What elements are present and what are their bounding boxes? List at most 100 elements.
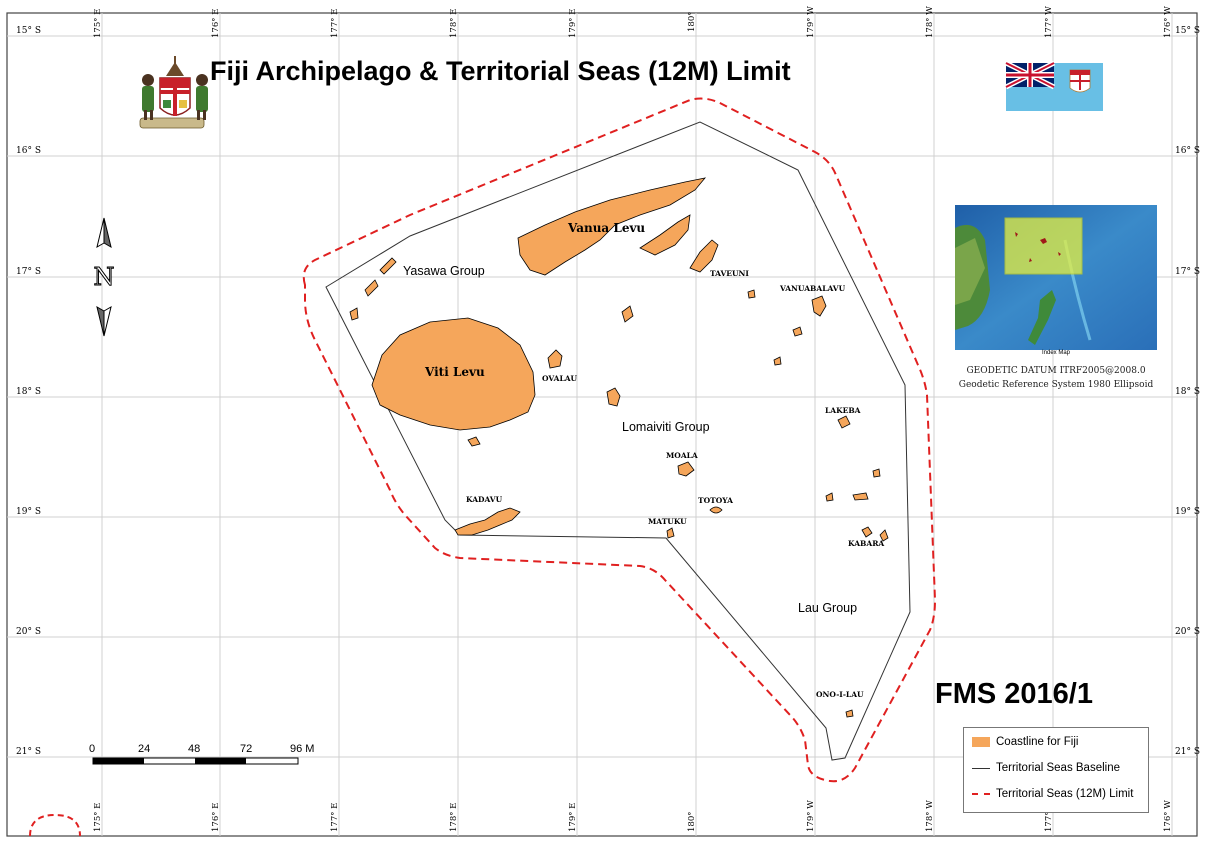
- island-ono-i-lau: [845, 709, 854, 718]
- island-lakeba: [837, 415, 851, 429]
- lon-label-bottom: 177° W: [1044, 800, 1054, 832]
- fiji-flag-icon: [1004, 60, 1103, 111]
- island-label: KABARA: [848, 539, 884, 548]
- island-moce: [852, 492, 869, 501]
- legend-item: Coastline for Fiji: [972, 734, 1078, 750]
- island-matuku: [666, 527, 675, 539]
- island-yasawa-1: [379, 257, 397, 275]
- datum-line: GEODETIC DATUM ITRF2005@2008.0: [966, 366, 1146, 376]
- scale-bar: 0 24 48 72 96 M: [89, 743, 314, 765]
- lat-label-right: 16° S: [1175, 146, 1200, 156]
- lon-label-top: 177° W: [1044, 6, 1054, 38]
- island-kadavu: [454, 507, 521, 536]
- lat-label-left: 16° S: [16, 146, 41, 156]
- island-cicia: [792, 326, 803, 337]
- island-kabara: [861, 526, 873, 538]
- lon-label-bottom: 177° E: [330, 803, 340, 832]
- island-oneata: [872, 468, 881, 478]
- island-label: Viti Levu: [424, 365, 485, 379]
- island-label: ONO-I-LAU: [816, 690, 864, 699]
- north-arrow-icon: N: [93, 217, 115, 337]
- lon-label-bottom: 175° E: [93, 803, 103, 832]
- map-title: Fiji Archipelago & Territorial Seas (12M…: [210, 56, 791, 86]
- legend-item: Territorial Seas Baseline: [972, 760, 1120, 776]
- island-label: OVALAU: [542, 374, 578, 383]
- island-label: MATUKU: [648, 517, 687, 526]
- island-beqa: [467, 436, 481, 447]
- scale-tick: 72: [240, 743, 252, 755]
- island-vanuabalavu: [811, 295, 827, 317]
- island-nayau: [773, 356, 782, 366]
- island-label: MOALA: [666, 451, 698, 460]
- lon-label-top: 177° E: [330, 9, 340, 38]
- island-label: TAVEUNI: [710, 269, 749, 278]
- island-taveuni: [689, 239, 719, 273]
- lon-label-bottom: 176° W: [1163, 800, 1173, 832]
- index-map: [955, 205, 1157, 350]
- lon-label-top: 180°: [687, 12, 697, 32]
- lat-label-left: 19° S: [16, 507, 41, 517]
- island-label: KADAVU: [466, 495, 503, 504]
- lon-label-bottom: 178° E: [449, 803, 459, 832]
- island-komo: [825, 492, 834, 502]
- scale-tick: 96 M: [290, 743, 314, 755]
- legend-dash-swatch: [972, 793, 990, 795]
- island-label: LAKEBA: [825, 406, 861, 415]
- lon-label-top: 178° E: [449, 9, 459, 38]
- legend: Coastline for Fiji Territorial Seas Base…: [963, 727, 1149, 813]
- lon-label-top: 175° E: [93, 9, 103, 38]
- island-koro: [621, 305, 634, 323]
- scale-tick: 48: [188, 743, 200, 755]
- region-label: Lomaiviti Group: [622, 420, 710, 434]
- inset-fragment: [29, 813, 81, 837]
- island-label: VANUABALAVU: [779, 284, 846, 293]
- lon-label-top: 179° E: [568, 9, 578, 38]
- island-totoya: [709, 506, 723, 514]
- island-viti-levu: [371, 317, 536, 431]
- lat-label-left: 17° S: [16, 267, 41, 277]
- island-label: TOTOYA: [698, 496, 733, 505]
- lat-label-left: 21° S: [16, 747, 41, 757]
- index-map-label: Index Map: [1041, 350, 1071, 356]
- lat-label-right: 15° S: [1175, 26, 1200, 36]
- lat-label-right: 17° S: [1175, 267, 1200, 277]
- coat-of-arms-icon: [139, 56, 208, 129]
- lat-label-right: 20° S: [1175, 627, 1200, 637]
- territorial-limit-line: [302, 97, 937, 783]
- island-label: Vanua Levu: [567, 221, 645, 235]
- lat-label-left: 20° S: [16, 627, 41, 637]
- map-id: FMS 2016/1: [935, 678, 1093, 710]
- graticule: [7, 13, 1197, 836]
- lat-label-right: 19° S: [1175, 507, 1200, 517]
- legend-label: Coastline for Fiji: [996, 736, 1079, 748]
- map-frame: [6, 12, 1198, 837]
- island-ovalau: [547, 349, 563, 369]
- island-naitauba: [747, 289, 756, 299]
- legend-fill-swatch: [972, 737, 990, 747]
- ellipsoid-line: Geodetic Reference System 1980 Ellipsoid: [958, 380, 1154, 390]
- lon-label-bottom: 176° E: [211, 803, 221, 832]
- legend-line-swatch: [972, 767, 990, 769]
- scale-tick: 24: [138, 743, 150, 755]
- lon-label-bottom: 179° W: [806, 800, 816, 832]
- island-moala: [677, 461, 695, 477]
- lat-label-right: 21° S: [1175, 747, 1200, 757]
- lon-label-top: 176° W: [1163, 6, 1173, 38]
- datum-text: GEODETIC DATUM ITRF2005@2008.0 Geodetic …: [955, 364, 1157, 392]
- region-label: Yasawa Group: [403, 264, 485, 278]
- island-yasawa-2: [364, 279, 379, 297]
- lat-label-right: 18° S: [1175, 387, 1200, 397]
- legend-label: Territorial Seas Baseline: [996, 762, 1121, 774]
- scale-tick: 0: [89, 743, 95, 755]
- lon-label-top: 178° W: [925, 6, 935, 38]
- lon-label-bottom: 180°: [687, 812, 697, 832]
- lon-label-top: 179° W: [806, 6, 816, 38]
- lon-label-top: 176° E: [211, 9, 221, 38]
- island-yasawa-3: [349, 307, 359, 321]
- island-gau: [606, 387, 621, 407]
- lon-label-bottom: 178° W: [925, 800, 935, 832]
- legend-label: Territorial Seas (12M) Limit: [996, 788, 1134, 800]
- island-vanua-levu: [517, 177, 707, 276]
- lat-label-left: 15° S: [16, 26, 41, 36]
